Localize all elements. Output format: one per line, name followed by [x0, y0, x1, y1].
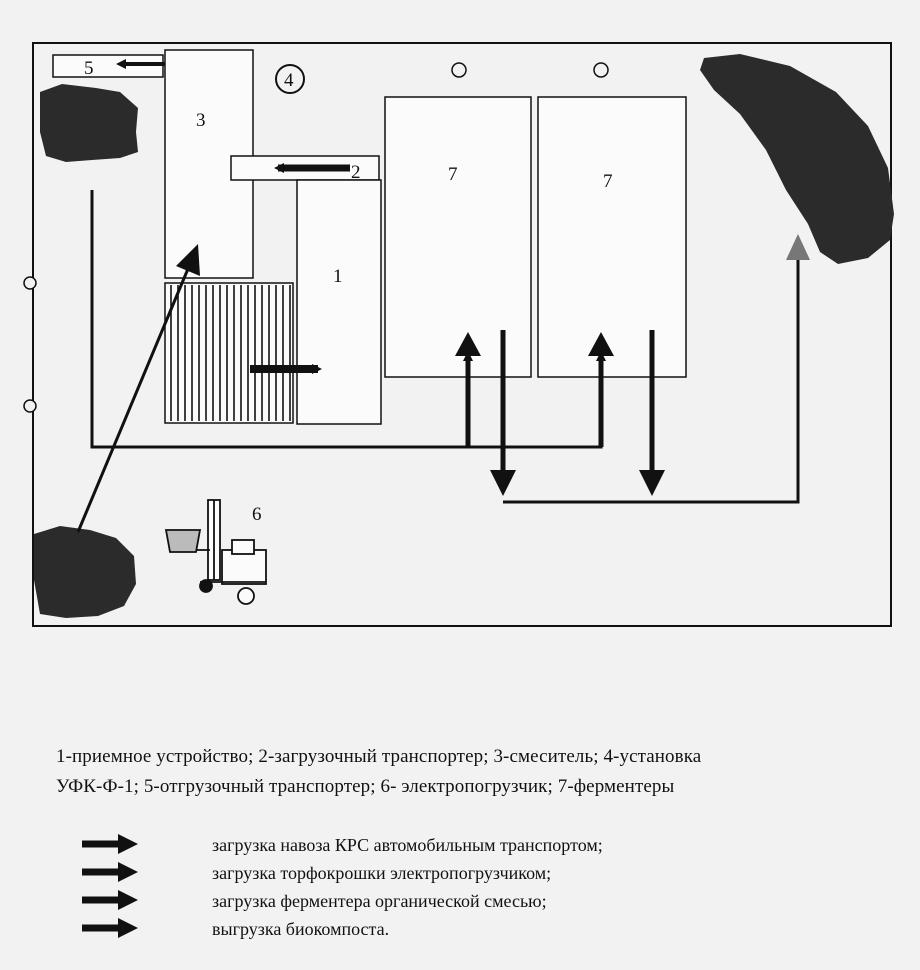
- diagram-caption: 1-приемное устройствo; 2-загрузочный тра…: [56, 742, 916, 802]
- fermenter-7a-unloading-head: [490, 470, 516, 496]
- label-fermenter-b: 7: [603, 171, 613, 192]
- manure-pile-upper-left: [40, 84, 138, 162]
- biocompost-arrow-head: [786, 234, 810, 260]
- wall-opening-upper: [23, 276, 37, 290]
- forklift-feed-arrow-head: [176, 244, 200, 276]
- caption-line-1: 1-приемное устройствo; 2-загрузочный тра…: [56, 746, 702, 767]
- label-mixer: 3: [196, 110, 206, 131]
- fermenter-7a-loading-head: [455, 332, 481, 356]
- fermenter-7b-unloading-head: [639, 470, 665, 496]
- legend-item-text: загрузка навоза КРС автомобильным трансп…: [212, 835, 603, 855]
- arrow-right-icon: [82, 918, 138, 938]
- arrow-right-icon: [82, 834, 138, 854]
- legend: загрузка навоза КРС автомобильным трансп…: [80, 832, 840, 944]
- legend-item-text: загрузка торфокрошки электропогрузчиком;: [212, 863, 552, 883]
- forklift-feed-line: [76, 263, 192, 533]
- ufk-f1-unit-4: [275, 64, 305, 94]
- arrow-right-icon: [82, 862, 138, 882]
- legend-item-text: выгрузка биокомпоста.: [212, 919, 390, 939]
- peat-crumb-storage: [164, 282, 294, 424]
- legend-item-text: загрузка ферментера органической смесью;: [212, 891, 547, 911]
- receiving-device-1: [296, 179, 382, 425]
- fermenter-7b-loading-head: [588, 332, 614, 356]
- label-loading-conveyor: 2: [351, 162, 361, 183]
- fermenter-7a: [384, 96, 532, 378]
- legend-item: загрузка ферментера органической смесью;: [80, 888, 840, 916]
- label-receiving-device: 1: [333, 266, 343, 287]
- electric-forklift-icon: [164, 499, 267, 605]
- label-fermenter-a: 7: [448, 164, 458, 185]
- legend-item: загрузка торфокрошки электропогрузчиком;: [80, 860, 840, 888]
- legend-item: загрузка навоза КРС автомобильным трансп…: [80, 832, 840, 860]
- fermenter-7a-hatch: [451, 62, 467, 78]
- manure-pile-lower-left: [34, 526, 136, 618]
- fermenter-7b-hatch: [593, 62, 609, 78]
- fermenter-7b: [537, 96, 687, 378]
- process-flow-diagram: 1 2 3 4 5 6 7 7: [23, 42, 894, 627]
- arrow-right-icon: [82, 890, 138, 910]
- caption-line-2: УФК-Ф-1; 5-отгрузочный транспортер; 6- э…: [56, 776, 675, 797]
- label-ufk-unit: 4: [284, 70, 294, 91]
- label-shipping-conveyor: 5: [84, 58, 94, 79]
- label-forklift: 6: [252, 504, 262, 525]
- wall-opening-lower: [23, 399, 37, 413]
- legend-item: выгрузка биокомпоста.: [80, 916, 840, 944]
- biocompost-pile-right: [700, 54, 894, 264]
- peat-crumb-hatching: [170, 285, 291, 421]
- plan-frame: [32, 42, 892, 627]
- biocompost-unloading-line: [503, 258, 800, 504]
